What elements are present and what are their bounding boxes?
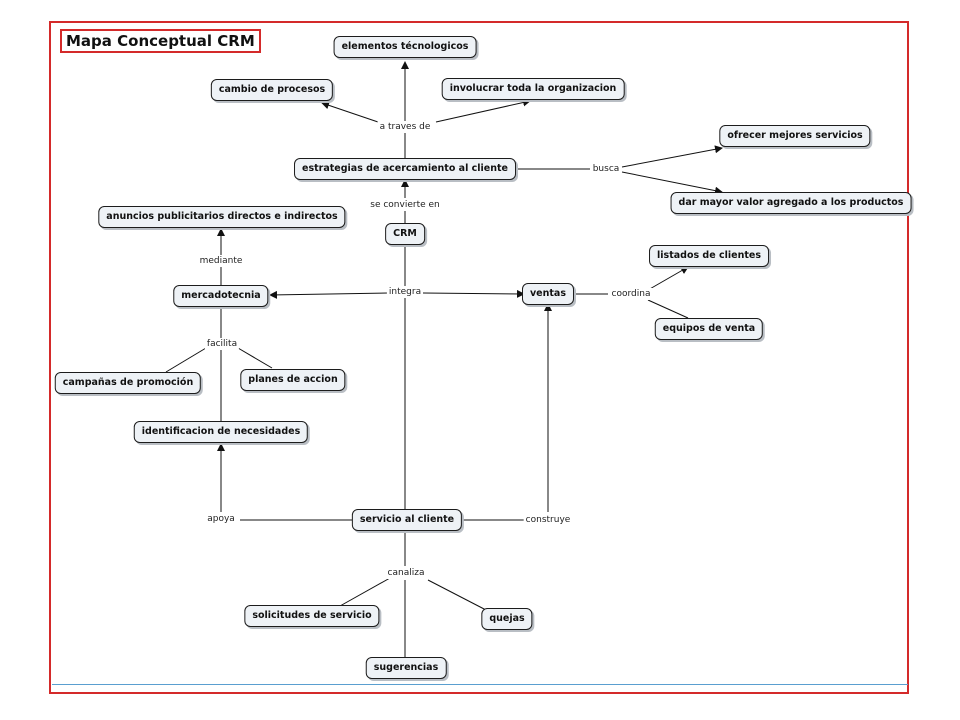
link-canaliza: canaliza	[385, 567, 427, 579]
node-identificacion-necesidades[interactable]: identificacion de necesidades	[133, 421, 309, 443]
map-title: Mapa Conceptual CRM	[60, 29, 261, 53]
link-integra: integra	[386, 286, 424, 298]
node-servicio-cliente[interactable]: servicio al cliente	[351, 509, 463, 531]
node-campanas-promocion[interactable]: campañas de promoción	[54, 372, 202, 394]
node-planes-accion[interactable]: planes de accion	[240, 369, 346, 391]
link-busca: busca	[590, 163, 622, 175]
node-crm[interactable]: CRM	[385, 223, 425, 245]
node-listados-clientes[interactable]: listados de clientes	[649, 245, 769, 267]
link-se-convierte-en: se convierte en	[368, 199, 442, 211]
node-equipos-venta[interactable]: equipos de venta	[654, 318, 764, 340]
node-anuncios-publicitarios[interactable]: anuncios publicitarios directos e indire…	[98, 206, 346, 228]
node-cambio-de-procesos[interactable]: cambio de procesos	[210, 79, 334, 101]
link-a-traves-de: a traves de	[377, 121, 433, 133]
node-elementos-tecnologicos[interactable]: elementos técnologicos	[333, 36, 477, 58]
node-ventas[interactable]: ventas	[521, 283, 575, 305]
node-ofrecer-servicios[interactable]: ofrecer mejores servicios	[719, 125, 871, 147]
node-sugerencias[interactable]: sugerencias	[365, 657, 447, 679]
node-involucrar-organizacion[interactable]: involucrar toda la organizacion	[441, 78, 625, 100]
node-dar-valor-agregado[interactable]: dar mayor valor agregado a los productos	[670, 192, 912, 214]
map-frame	[49, 21, 909, 694]
link-apoya: apoya	[205, 513, 237, 525]
link-construye: construye	[523, 514, 573, 526]
node-quejas[interactable]: quejas	[481, 608, 533, 630]
link-facilita: facilita	[204, 338, 240, 350]
link-coordina: coordina	[609, 288, 653, 300]
link-mediante: mediante	[197, 255, 245, 267]
node-mercadotecnia[interactable]: mercadotecnia	[173, 285, 269, 307]
node-estrategias-acercamiento[interactable]: estrategias de acercamiento al cliente	[294, 158, 516, 180]
bottom-rule	[52, 684, 908, 685]
node-solicitudes-servicio[interactable]: solicitudes de servicio	[244, 605, 380, 627]
